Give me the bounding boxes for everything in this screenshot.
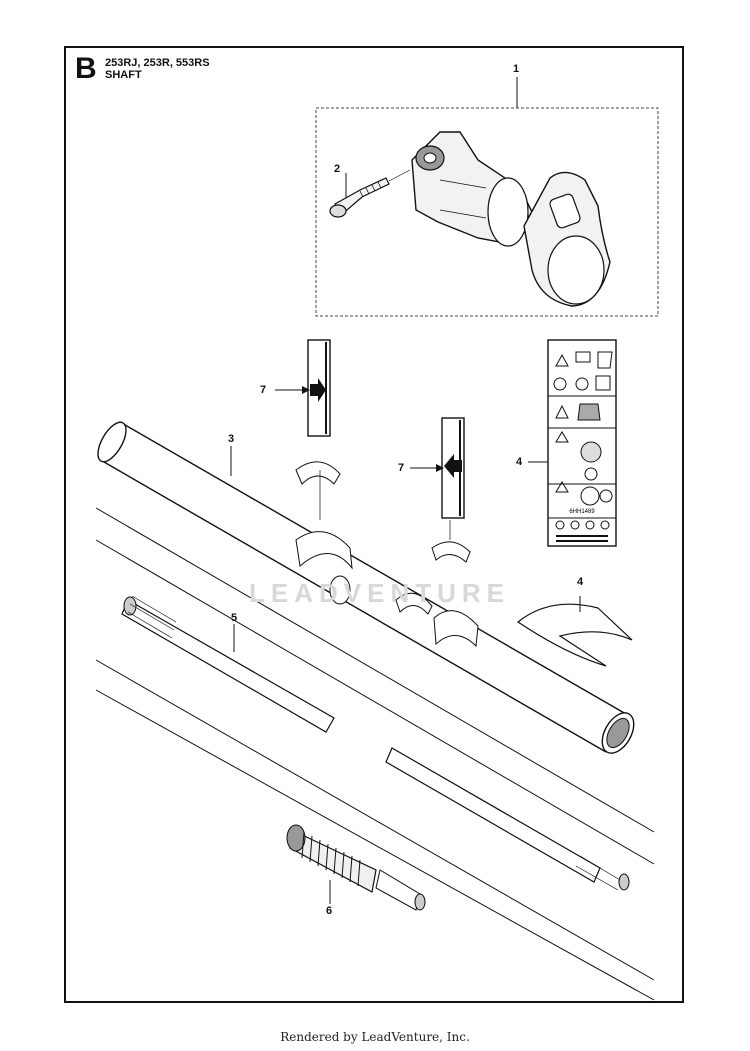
drive-shaft [95, 507, 655, 891]
model-list: 253RJ, 253R, 553RS [105, 57, 210, 69]
section-letter: B [75, 52, 97, 85]
decal-code: 6HH1489 [569, 509, 595, 515]
callout-4-decal: 4 [516, 456, 523, 468]
diagram-frame [64, 46, 684, 1003]
shaft-gear [286, 824, 426, 911]
diagram-header: 253RJ, 253R, 553RS SHAFT [105, 57, 210, 81]
arrow-decal-right [275, 339, 331, 437]
shaft-tube [97, 421, 635, 754]
callout-3: 3 [228, 433, 235, 445]
tube-decal [516, 596, 633, 667]
warning-decal: 6HH1489 [528, 339, 617, 547]
kit-box [315, 107, 659, 317]
diagram-title: SHAFT [105, 68, 142, 81]
tube-band-stickers [295, 461, 479, 648]
callout-4-tube: 4 [577, 576, 584, 588]
callout-2: 2 [334, 163, 341, 175]
watermark: LEADVENTURE [249, 578, 511, 608]
callout-7-lower: 7 [398, 462, 405, 474]
handle-clamp [411, 131, 611, 307]
footer-credit: Rendered by LeadVenture, Inc. [280, 1030, 470, 1044]
callout-6: 6 [326, 905, 333, 917]
screw [329, 169, 411, 218]
arrow-decal-left [410, 417, 465, 519]
callout-1: 1 [513, 63, 520, 75]
callout-7-upper: 7 [260, 384, 267, 396]
shaft-guide [95, 659, 655, 1001]
callout-5: 5 [231, 612, 238, 624]
